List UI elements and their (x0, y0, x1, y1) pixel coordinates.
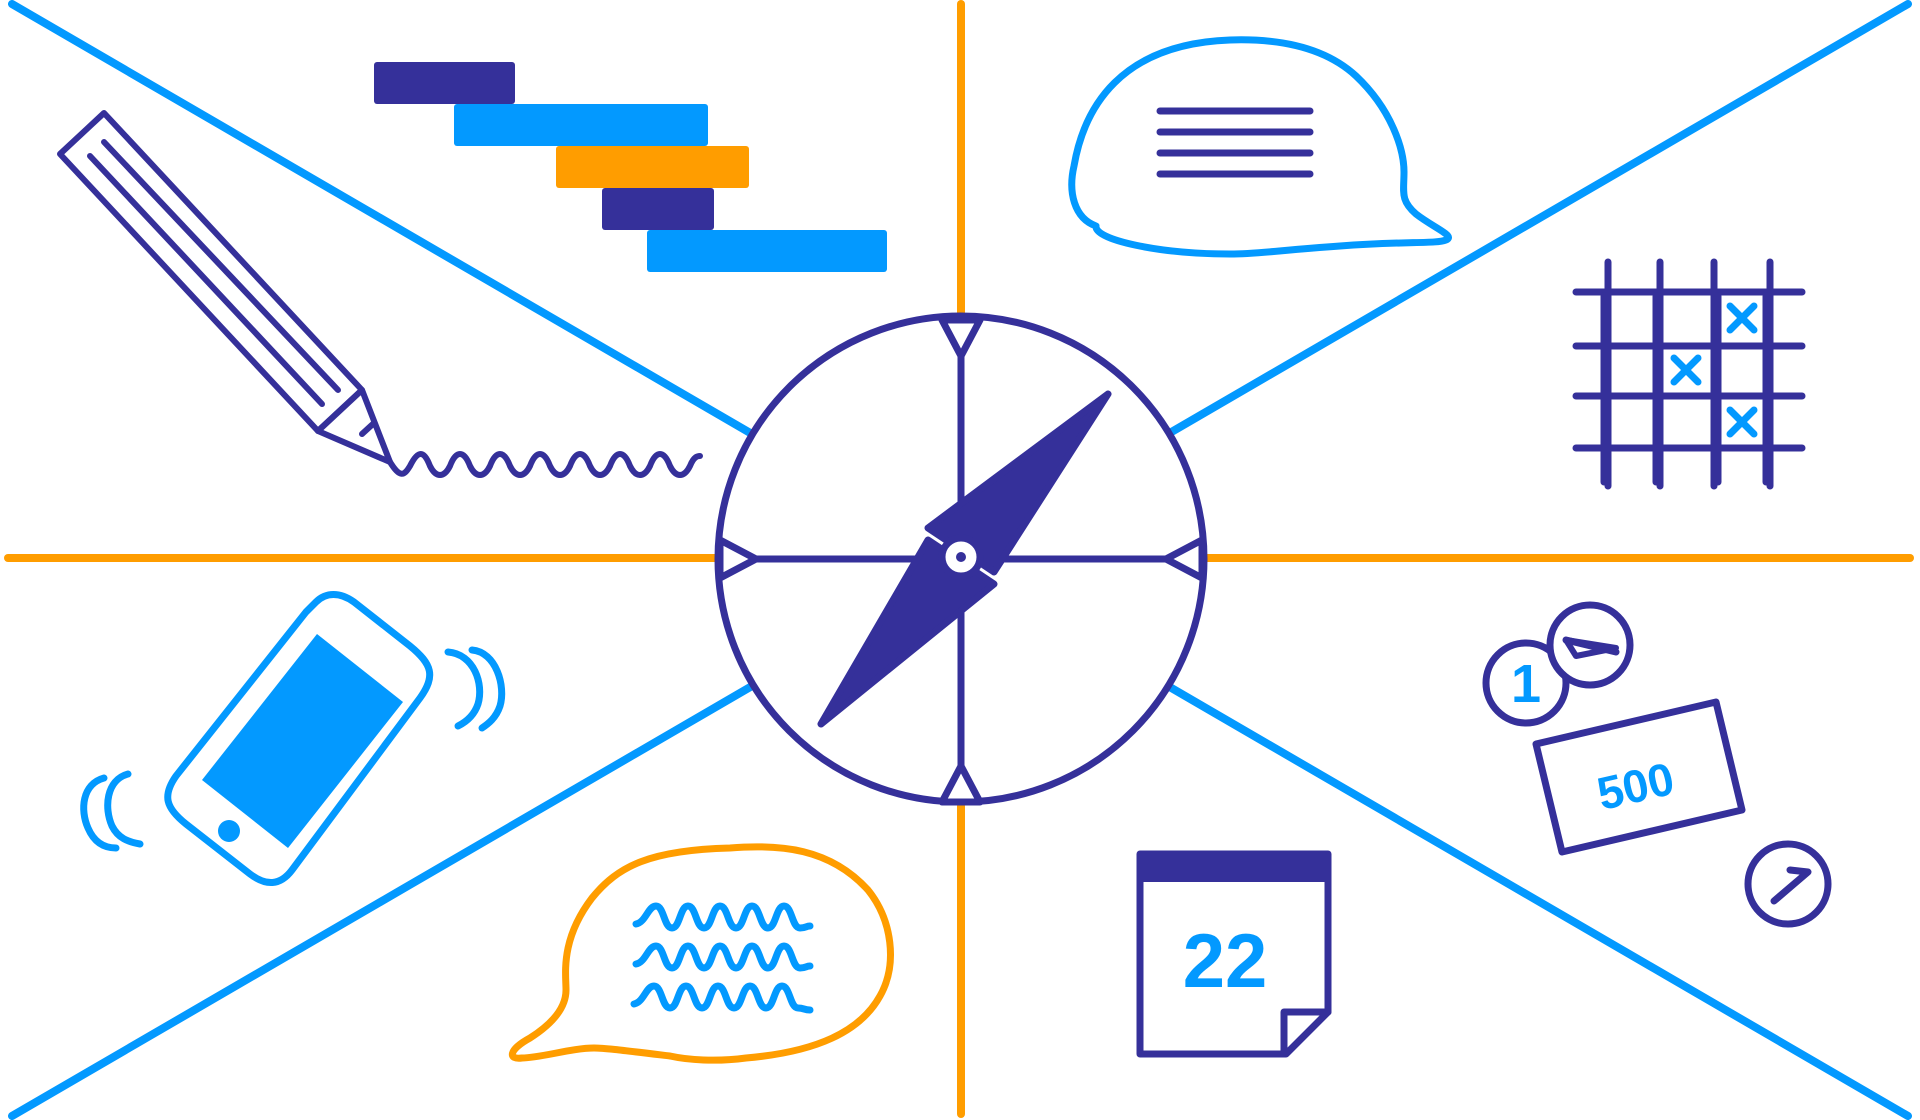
coin-3 (1744, 840, 1832, 928)
diagonal-line-top-right (1164, 0, 1912, 438)
coins-and-banknote-icon: 1 500 (1482, 601, 1832, 928)
gantt-bar (454, 104, 708, 146)
coin-1 (1482, 639, 1570, 727)
smartphone-vibrating-icon (80, 591, 506, 886)
diagonal-line-bottom-left (8, 682, 756, 1120)
gantt-bar (556, 146, 749, 188)
gantt-bar (602, 188, 714, 230)
speech-bubble-wavy-icon (509, 843, 894, 1064)
coin-1-value: 1 (1511, 654, 1541, 714)
calendar-icon: 22 (1136, 850, 1332, 1058)
pencil-icon (57, 110, 703, 478)
diagonal-line-bottom-right (1164, 682, 1912, 1120)
tic-tac-toe-grid-icon (1572, 258, 1806, 490)
speech-bubble-lines-icon (1068, 36, 1452, 258)
gantt-chart-icon (374, 62, 887, 272)
gantt-bar (374, 62, 515, 104)
diagonal-line-top-left (8, 0, 756, 438)
compass-icon (714, 312, 1208, 806)
gantt-bar (647, 230, 887, 272)
calendar-day-number: 22 (1183, 919, 1268, 1004)
background-lines (4, 0, 1914, 1120)
